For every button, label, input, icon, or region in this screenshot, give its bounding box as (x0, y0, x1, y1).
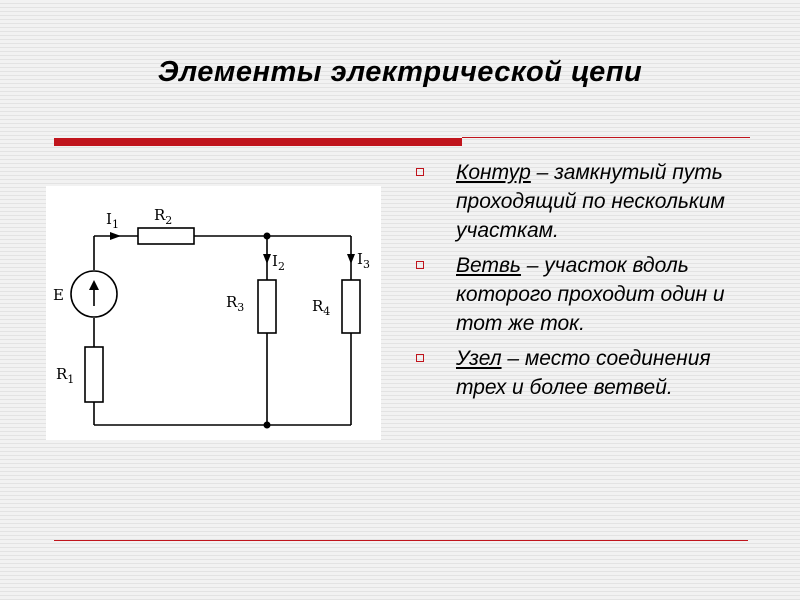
term-label: Контур (456, 161, 531, 184)
label-r2: R2 (154, 206, 172, 227)
current-i3-arrow-icon (347, 254, 355, 264)
source-e-arrow-icon (89, 280, 99, 290)
bullet-square-icon (416, 354, 424, 362)
label-r3: R3 (226, 293, 244, 314)
accent-line-bottom (54, 540, 748, 541)
resistor-r3 (257, 279, 277, 334)
accent-bar (54, 138, 462, 146)
definitions-list: Контур – замкнутый путь проходящий по не… (412, 158, 752, 408)
current-i2-arrow-icon (263, 254, 271, 264)
node-top (263, 232, 271, 240)
bullet-square-icon (416, 168, 424, 176)
term-label: Ветвь (456, 254, 521, 277)
node-bottom (263, 421, 271, 429)
accent-line-top (462, 137, 750, 138)
resistor-r4 (341, 279, 361, 334)
definition-uzel: Узел – место соединения трех и более вет… (412, 344, 752, 402)
resistor-r2 (137, 227, 195, 245)
label-r1: R1 (56, 365, 74, 386)
label-e: E (53, 286, 64, 304)
definition-text: – место соединения трех и более ветвей. (456, 347, 711, 399)
resistor-r1 (84, 346, 104, 403)
definition-text: – замкнутый путь проходящий по нескольки… (456, 161, 725, 242)
circuit-diagram: I1 R2 I2 I3 E R3 R4 R1 (46, 186, 381, 440)
circuit-svg: I1 R2 I2 I3 E R3 R4 R1 (53, 206, 370, 429)
current-i1-arrow-icon (110, 232, 121, 240)
term-label: Узел (456, 347, 502, 370)
definition-vetv: Ветвь – участок вдоль которого проходит … (412, 251, 752, 338)
label-i1: I1 (106, 210, 119, 231)
definition-kontur: Контур – замкнутый путь проходящий по не… (412, 158, 752, 245)
slide-title: Элементы электрической цепи (157, 56, 643, 88)
label-r4: R4 (312, 297, 330, 318)
definition-text: – участок вдоль которого проходит один и… (456, 254, 725, 335)
label-i3: I3 (357, 250, 370, 271)
bullet-square-icon (416, 261, 424, 269)
label-i2: I2 (272, 252, 285, 273)
